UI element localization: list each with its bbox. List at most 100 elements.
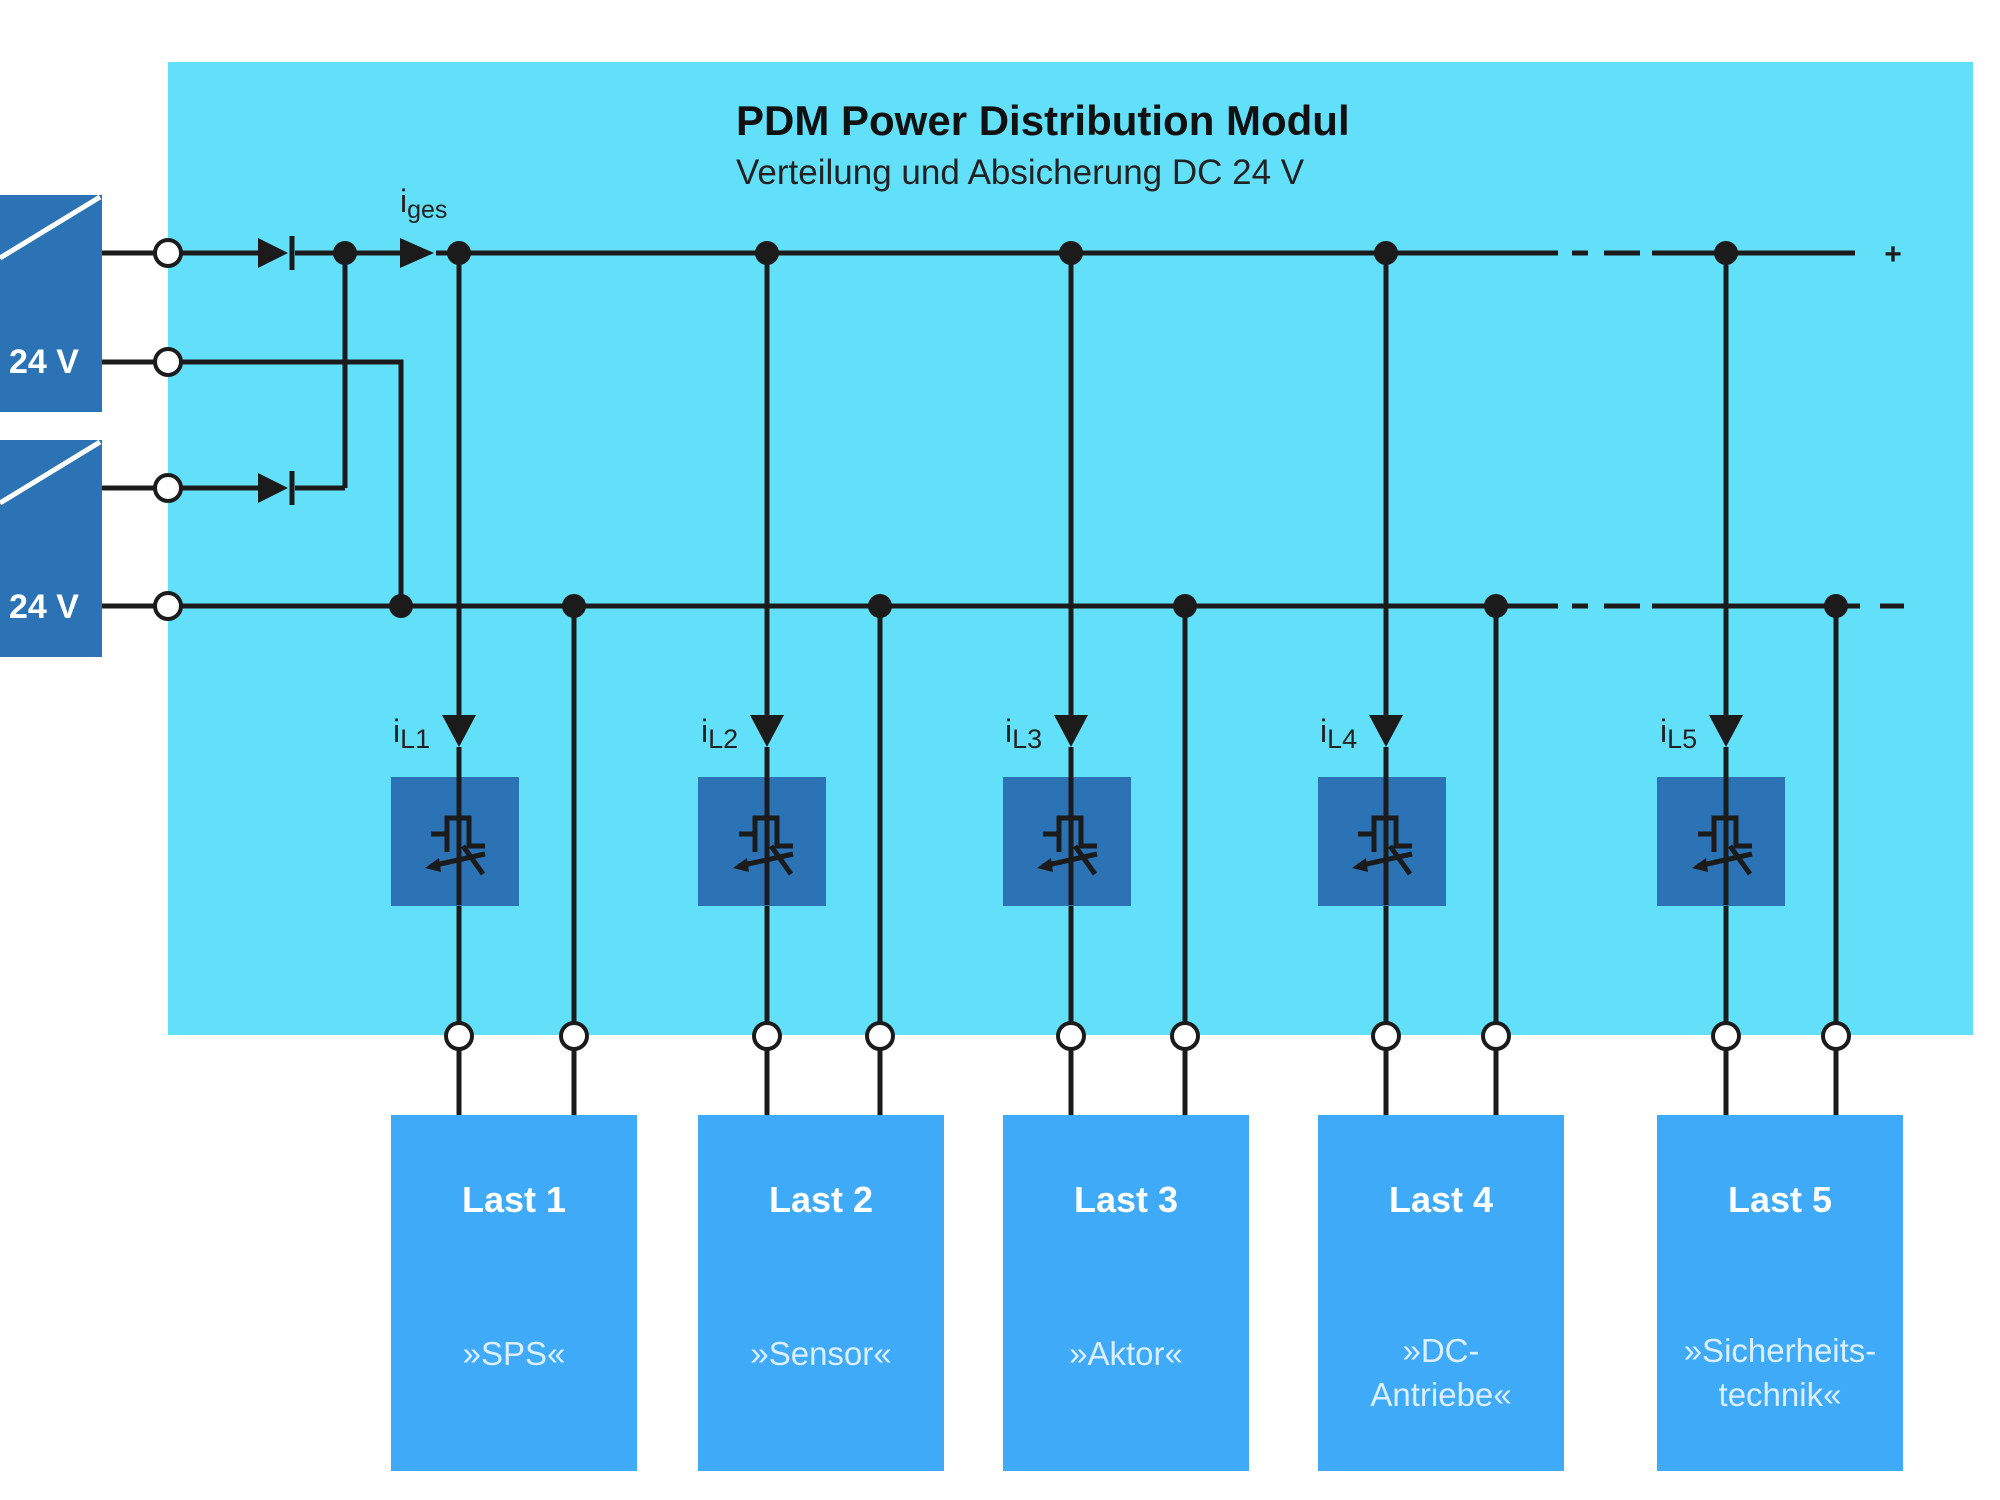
channel-current-symbol: i <box>1005 713 1012 749</box>
supply-diagonal <box>0 194 102 261</box>
supply-diagonal <box>0 439 102 506</box>
diode-icon <box>258 236 295 270</box>
supply-box <box>0 440 102 657</box>
wire <box>178 359 404 606</box>
channel-current-subscript: L1 <box>400 724 430 754</box>
channel-current-subscript: L4 <box>1327 724 1357 754</box>
terminal-circle-icon <box>865 1021 895 1051</box>
breaker-arrow-line <box>430 851 486 869</box>
junction-dot <box>1173 594 1197 618</box>
load-box <box>1657 1115 1903 1471</box>
terminal-circle-icon <box>1170 1021 1200 1051</box>
load-title: Last 3 <box>1074 1179 1178 1220</box>
load-title: Last 1 <box>462 1179 566 1220</box>
terminal-circle-icon <box>752 1021 782 1051</box>
breaker-arrow-head <box>733 858 749 872</box>
load-description: »Aktor« <box>1069 1335 1183 1372</box>
terminal-circle-icon <box>1481 1021 1511 1051</box>
load-description: »DC- <box>1402 1332 1479 1369</box>
load-description: »Sensor« <box>750 1335 891 1372</box>
channel-current-label: iL3 <box>1005 713 1042 754</box>
breaker-lever-line <box>768 844 794 876</box>
electronic-breaker-icon <box>1037 815 1098 876</box>
current-arrow-icon <box>1054 715 1088 747</box>
junction-dot <box>755 241 779 265</box>
terminal-circle-icon <box>153 238 183 268</box>
current-arrow-icon <box>400 238 434 268</box>
junction-dot <box>1824 594 1848 618</box>
junction-dot <box>1714 241 1738 265</box>
load-description: »SPS« <box>463 1335 566 1372</box>
terminal-circle-icon <box>1056 1021 1086 1051</box>
breaker-lever-line <box>1727 844 1753 876</box>
junction-dot <box>447 241 471 265</box>
total-current-label: iges <box>400 183 447 224</box>
breaker-arrow-head <box>425 858 441 872</box>
terminal-circle-icon <box>153 347 183 377</box>
load-description: technik« <box>1719 1376 1842 1413</box>
terminal-circle-icon <box>1711 1021 1741 1051</box>
breaker-arrow-line <box>1042 851 1098 869</box>
junction-dot <box>868 594 892 618</box>
junction-dot <box>1374 241 1398 265</box>
load-description: Antriebe« <box>1370 1376 1511 1413</box>
total-current-symbol: i <box>400 183 407 219</box>
current-arrow-icon <box>1709 715 1743 747</box>
supply-voltage-label: 24 V <box>9 343 79 381</box>
load-title: Last 4 <box>1389 1179 1493 1220</box>
terminal-circle-icon <box>153 591 183 621</box>
breaker-lever-line <box>1387 844 1413 876</box>
load-box <box>1318 1115 1564 1471</box>
breaker-lever-line <box>460 844 486 876</box>
terminal-circle-icon <box>444 1021 474 1051</box>
load-box <box>391 1115 637 1471</box>
breaker-box <box>1318 777 1446 906</box>
electronic-breaker-icon <box>733 815 794 876</box>
current-arrow-icon <box>1369 715 1403 747</box>
breaker-arrow-head <box>1352 858 1368 872</box>
supply-2: 24 V <box>0 439 102 657</box>
breaker-box <box>698 777 826 906</box>
breaker-arrow-head <box>1692 858 1708 872</box>
total-current-subscript: ges <box>407 196 447 224</box>
junction-dot <box>562 594 586 618</box>
positive-rail-label: + <box>1884 238 1902 271</box>
breaker-arrow-line <box>1697 851 1753 869</box>
terminal-circle-icon <box>559 1021 589 1051</box>
current-arrow-icon <box>750 715 784 747</box>
channel-current-symbol: i <box>1660 713 1667 749</box>
breaker-step-path <box>431 815 485 849</box>
breaker-arrow-line <box>738 851 794 869</box>
input-terminals <box>153 238 183 621</box>
breaker-box <box>1657 777 1785 906</box>
module-subtitle: Verteilung und Absicherung DC 24 V <box>736 153 1305 192</box>
channel-current-label: iL1 <box>393 713 430 754</box>
module-title: PDM Power Distribution Modul <box>736 97 1350 144</box>
channel-current-label: iL2 <box>701 713 738 754</box>
breaker-step-path <box>739 815 793 849</box>
input-wiring <box>102 250 460 609</box>
electronic-breaker-icon <box>1352 815 1413 876</box>
breaker-step-path <box>1043 815 1097 849</box>
junction-dot <box>333 241 357 265</box>
breaker-lever-line <box>1072 844 1098 876</box>
diode-icon <box>258 471 295 505</box>
breaker-arrow-line <box>1357 851 1413 869</box>
breaker-box <box>1003 777 1131 906</box>
terminal-circle-icon <box>153 473 183 503</box>
load-box <box>698 1115 944 1471</box>
terminal-circle-icon <box>1821 1021 1851 1051</box>
junction-dot <box>1059 241 1083 265</box>
channel-current-subscript: L5 <box>1667 724 1697 754</box>
terminal-circle-icon <box>1371 1021 1401 1051</box>
breaker-step-path <box>1698 815 1752 849</box>
channel-current-symbol: i <box>701 713 708 749</box>
supply-box <box>0 195 102 412</box>
channel-current-label: iL4 <box>1320 713 1357 754</box>
